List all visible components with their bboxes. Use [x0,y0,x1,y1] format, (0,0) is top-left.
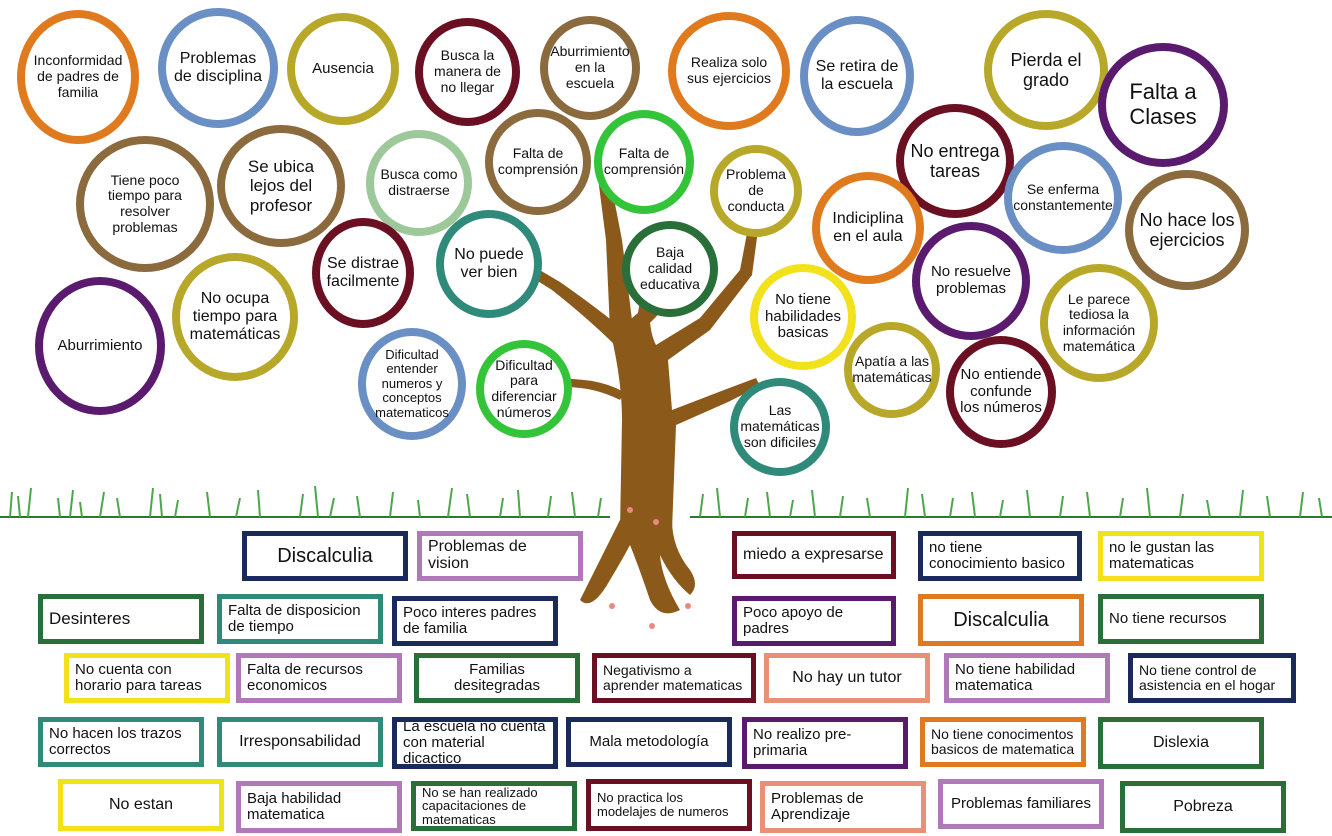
circle-ubica-lejos: Se ubica lejos del profesor [217,125,345,247]
box-no-realizo: No realizo pre-primaria [742,717,908,769]
box-discalculia-1: Discalculia [242,531,408,581]
box-discalculia-2: Discalculia [918,594,1084,646]
circle-inconformidad: Inconformidad de padres de familia [17,10,139,144]
circle-ausencia: Ausencia [287,13,399,125]
circle-no-ocupa-tiempo: No ocupa tiempo para matemáticas [172,253,298,381]
box-no-estan: No estan [58,779,224,831]
circle-matematicas-dificiles: Las matemáticas son dificiles [730,378,830,476]
box-no-practica: No practica los modelajes de numeros [586,779,752,831]
box-escuela-no-cuenta: La escuela no cuenta con material dicact… [392,717,558,769]
box-no-tiene-control: No tiene control de asistencia en el hog… [1128,653,1296,703]
box-no-se-han-realizado: No se han realizado capacitaciones de ma… [411,781,577,831]
circle-falta-comprension-1: Falta de comprensión [485,109,591,215]
circle-se-retira: Se retira de la escuela [800,16,914,136]
box-poco-interes: Poco interes padres de familia [392,596,558,646]
box-no-cuenta-horario: No cuenta con horario para tareas [64,653,230,703]
box-falta-disposicion: Falta de disposicion de tiempo [217,594,383,644]
box-baja-habilidad: Baja habilidad matematica [236,781,402,833]
circle-baja-calidad: Baja calidad educativa [622,221,718,317]
box-no-tiene-conocimentos: No tiene conocimentos basicos de matemat… [920,717,1086,767]
circle-no-resuelve: No resuelve problemas [912,222,1030,340]
box-falta-recursos: Falta de recursos economicos [236,653,402,703]
circle-le-parece-tediosa: Le parece tediosa la información matemát… [1040,264,1158,382]
box-no-tiene-habilidad: No tiene habilidad matematica [944,653,1110,703]
circle-realiza-solo: Realiza solo sus ejercicios [668,12,790,130]
box-mala-metodologia: Mala metodología [566,717,732,767]
box-no-hay-tutor: No hay un tutor [764,653,930,703]
circle-no-tiene-habilidades: No tiene habilidades basicas [750,264,856,370]
box-no-tiene-recursos: No tiene recursos [1098,594,1264,644]
box-pobreza: Pobreza [1120,781,1286,833]
circle-busca-distraerse: Busca como distraerse [366,130,472,236]
box-irresponsabilidad: Irresponsabilidad [217,717,383,767]
circle-poco-tiempo: Tiene poco tiempo para resolver problema… [76,136,214,272]
box-familias-desitegradas: Familias desitegradas [414,653,580,703]
circle-se-enferma: Se enferma constantemente [1004,142,1122,254]
circle-falta-clases: Falta a Clases [1098,43,1228,167]
circle-aburrimiento: Aburrimiento [35,277,165,415]
box-problemas-aprendizaje: Problemas de Aprendizaje [760,781,926,833]
box-problemas-familiares: Problemas familiares [938,779,1104,829]
circle-problema-conducta: Problema de conducta [710,145,802,237]
circle-aburrimiento-escuela: Aburrimiento en la escuela [540,16,640,120]
circle-no-entiende: No entiende confunde los números [946,336,1056,448]
box-desinteres: Desinteres [38,594,204,644]
circle-no-puede-ver: No puede ver bien [436,210,542,318]
box-problemas-vision: Problemas de vision [417,531,583,581]
grass-ground [0,485,1332,518]
box-no-hacen-trazos: No hacen los trazos correctos [38,717,204,767]
box-miedo-expresarse: miedo a expresarse [732,531,896,579]
circle-dificultad-entender: Dificultad entender numeros y conceptos … [358,328,466,440]
circle-dificultad-diferenciar: Dificultad para diferenciar números [476,340,572,438]
circle-busca-manera: Busca la manera de no llegar [415,18,520,126]
circle-apatia: Apatía a las matemáticas [844,322,940,418]
circle-se-distrae: Se distrae facilmente [312,218,414,328]
box-no-tiene-conocimiento: no tiene conocimiento basico [918,531,1082,581]
box-poco-apoyo: Poco apoyo de padres [732,596,896,646]
box-no-le-gustan: no le gustan las matematicas [1098,531,1264,581]
box-dislexia: Dislexia [1098,717,1264,769]
box-negativismo: Negativismo a aprender matematicas [592,653,756,703]
circle-pierda-grado: Pierda el grado [984,10,1108,130]
circle-problemas-disciplina: Problemas de disciplina [158,8,278,128]
circle-indiciplina: Indiciplina en el aula [812,172,924,284]
circle-falta-comprension-2: Falta de comprensión [594,110,694,214]
circle-no-hace-ejercicios: No hace los ejercicios [1125,170,1249,290]
